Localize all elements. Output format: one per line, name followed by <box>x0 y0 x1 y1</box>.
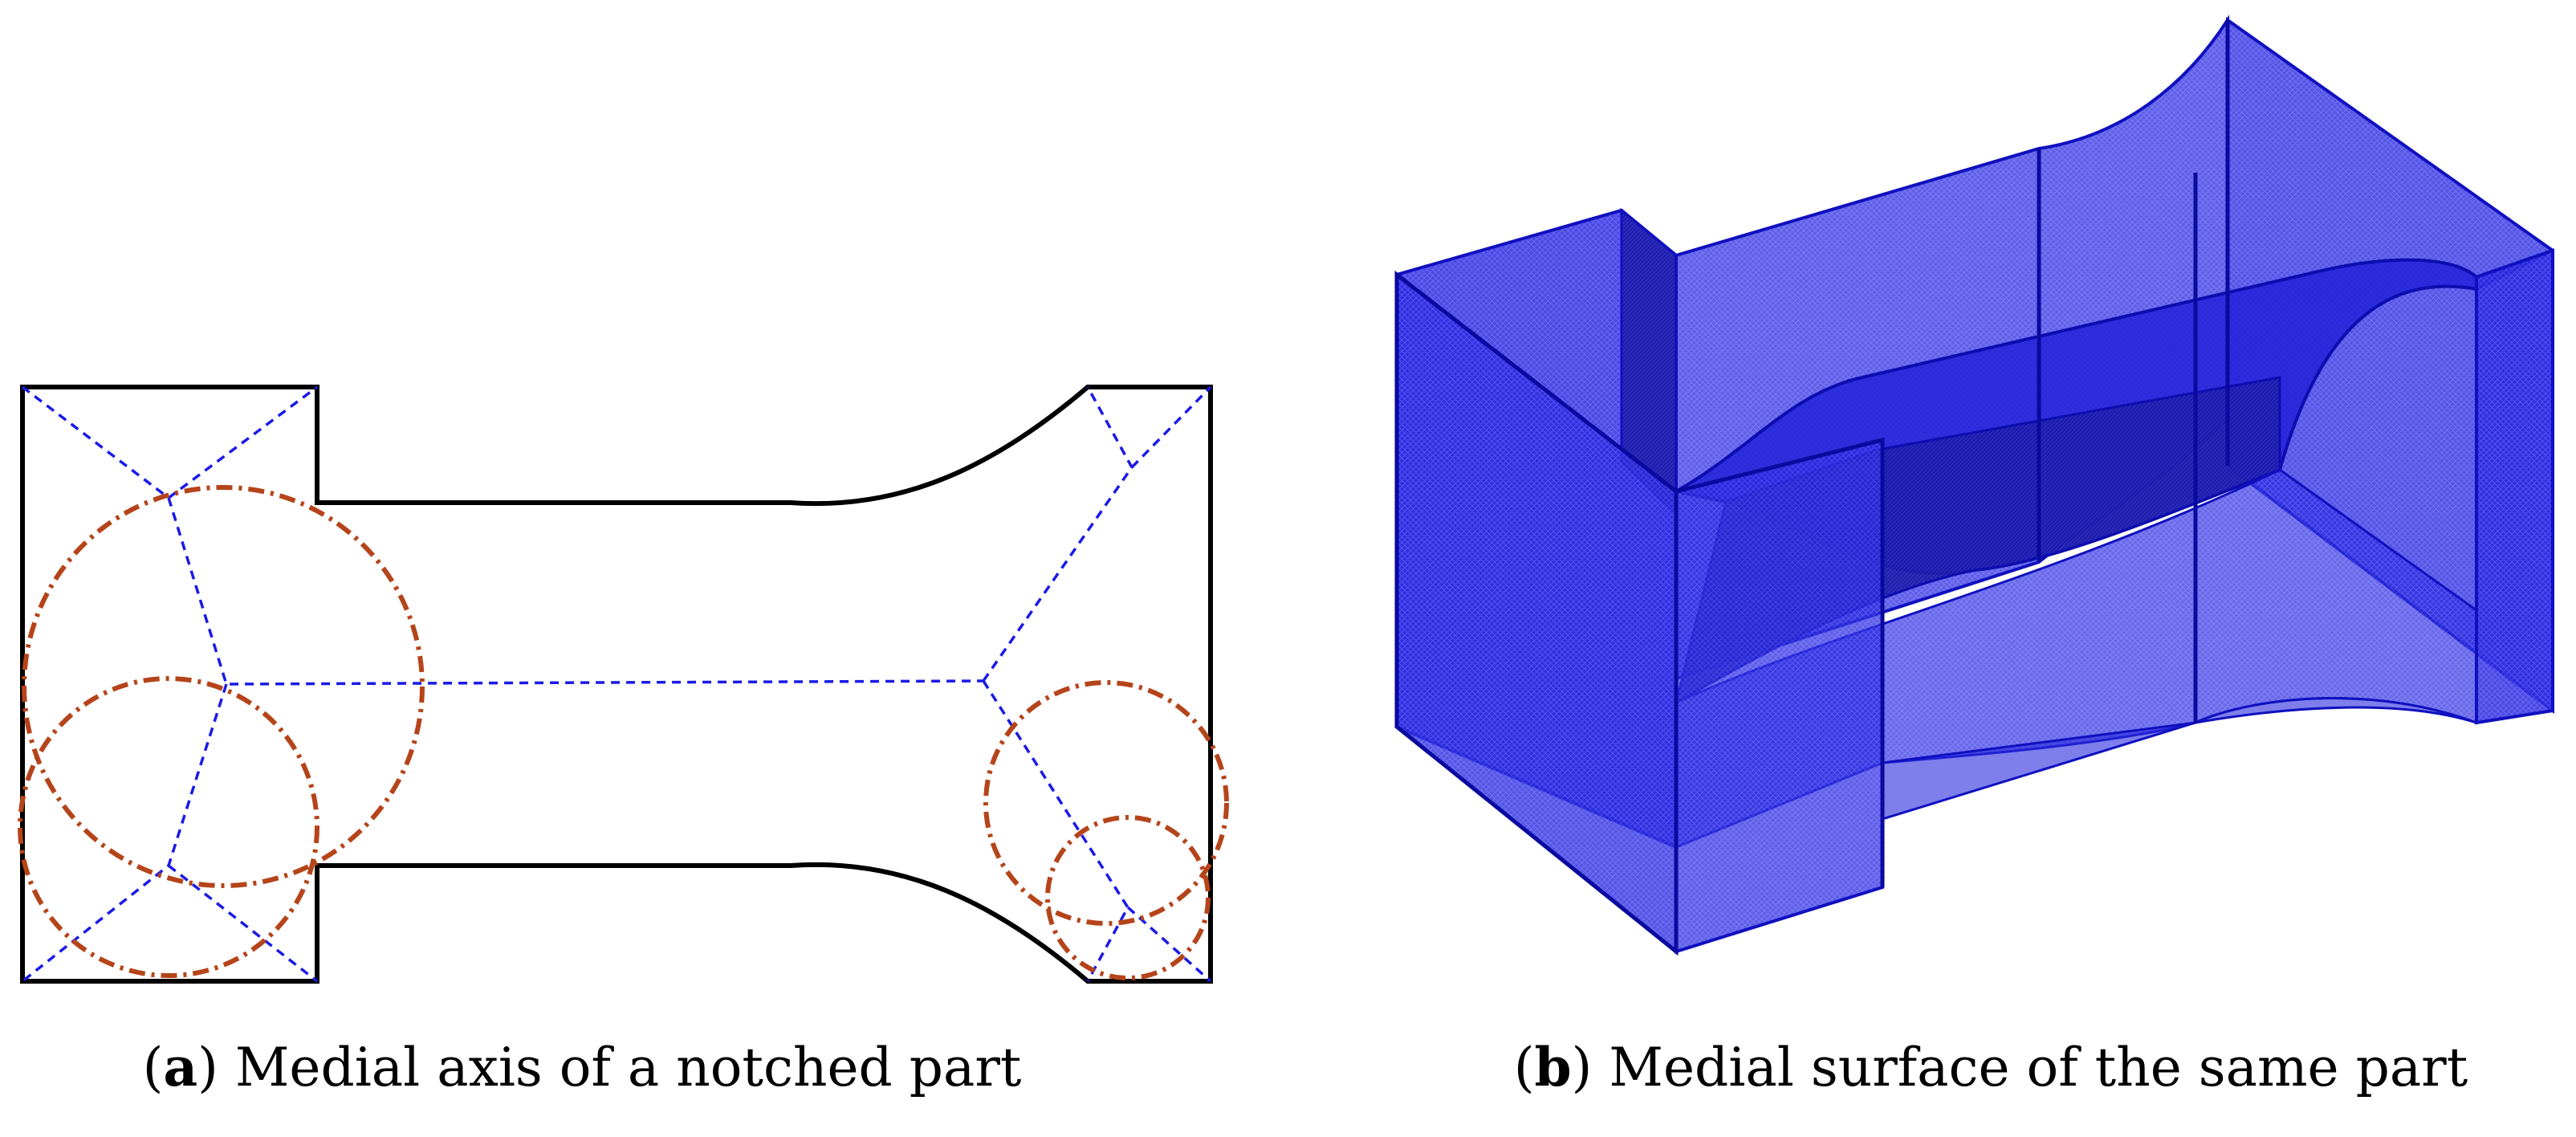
circle-lower-left <box>18 676 319 978</box>
caption-a-letter: a <box>163 1036 198 1098</box>
caption-b-text: Medial surface of the same part <box>1609 1037 2468 1098</box>
part-outline <box>20 385 1213 984</box>
circle-large-left <box>22 485 425 888</box>
surface-right-front-wall <box>2475 248 2554 725</box>
circle-small-right <box>1045 815 1211 980</box>
surface-front-notch <box>1675 438 1884 954</box>
caption-panel-b: (b) Medial surface of the same part <box>1513 1036 2468 1098</box>
caption-a-text: Medial axis of a notched part <box>234 1037 1022 1098</box>
caption-b-letter: b <box>1534 1036 1572 1098</box>
panel-a-diagram <box>18 385 1229 984</box>
circle-right <box>983 680 1229 926</box>
surface-edges <box>1394 20 2230 956</box>
inscribed-circles <box>18 485 1229 980</box>
medial-axis <box>21 385 1212 983</box>
panel-b-diagram <box>1394 14 2554 956</box>
caption-panel-a: (a) Medial axis of a notched part <box>142 1036 1022 1098</box>
